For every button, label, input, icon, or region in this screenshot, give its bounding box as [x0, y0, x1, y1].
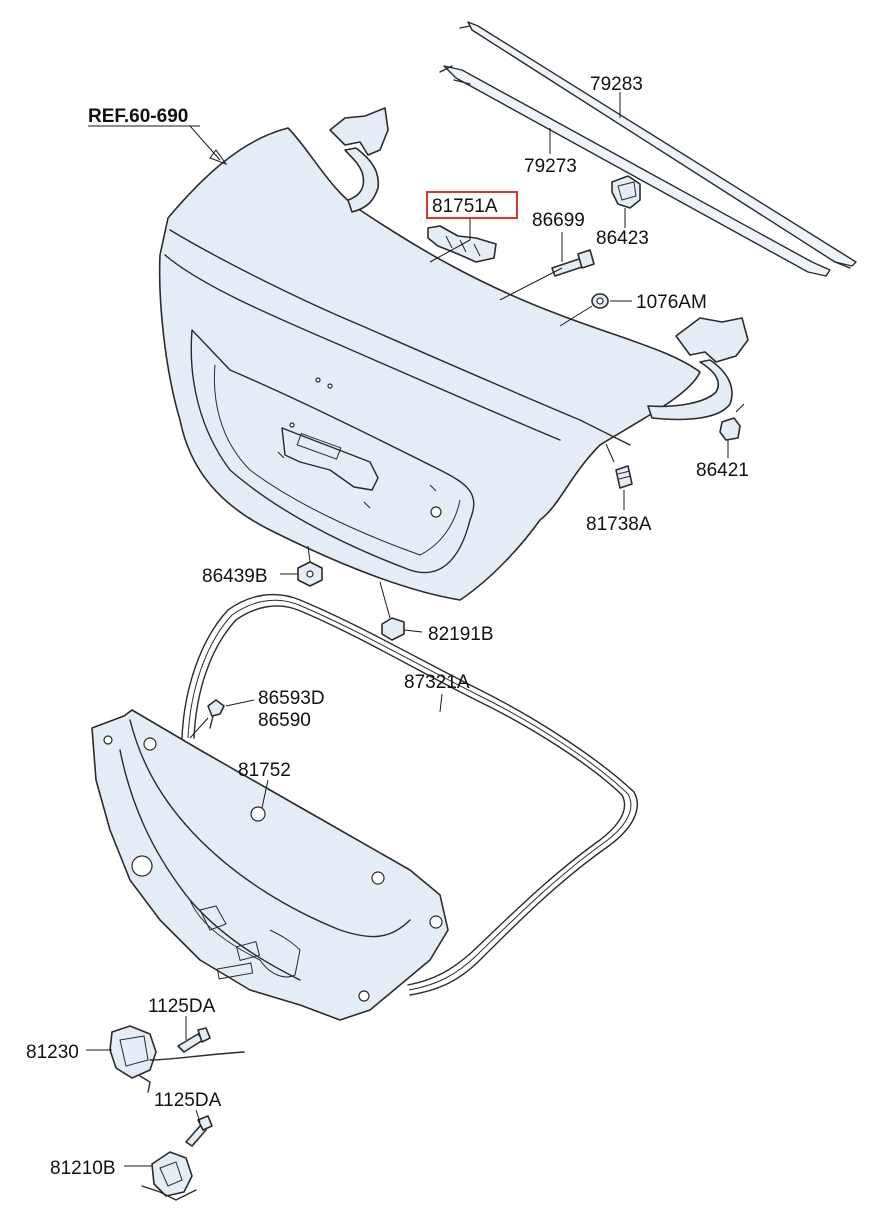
clip-86439B — [297, 561, 323, 587]
ref-label[interactable]: REF.60-690 — [88, 106, 188, 127]
label-81752[interactable]: 81752 — [238, 760, 291, 781]
label-79273[interactable]: 79273 — [524, 156, 577, 177]
label-79283[interactable]: 79283 — [590, 74, 643, 95]
label-82191B[interactable]: 82191B — [428, 624, 494, 645]
grommet-82191B — [381, 617, 405, 641]
label-1076AM[interactable]: 1076AM — [636, 292, 707, 313]
label-86423[interactable]: 86423 — [596, 228, 649, 249]
label-86439B[interactable]: 86439B — [202, 566, 268, 587]
clip-86423 — [611, 175, 641, 209]
hinge-left — [329, 107, 389, 213]
trunk-lid-panel — [158, 127, 701, 601]
label-87321A[interactable]: 87321A — [404, 672, 470, 693]
striker-81210B — [141, 1151, 197, 1201]
highlight-box-81751A — [426, 191, 518, 219]
label-1125DA-upper[interactable]: 1125DA — [148, 996, 216, 1017]
trim-panel-81752 — [91, 709, 449, 1021]
grommet-1076AM — [591, 293, 609, 309]
leader-lines — [86, 92, 745, 1167]
weatherstrip-87321A — [181, 593, 639, 996]
torsion-bar-79283 — [459, 21, 857, 269]
label-86699[interactable]: 86699 — [532, 210, 585, 231]
label-86593D[interactable]: 86593D — [258, 688, 325, 709]
screw-86593D — [207, 699, 225, 729]
label-86590[interactable]: 86590 — [258, 710, 311, 731]
part-labels: REF.60-690 79283 79273 81751A 86699 8642… — [26, 74, 749, 1179]
label-81738A[interactable]: 81738A — [586, 514, 652, 535]
bumper-86421 — [719, 417, 741, 441]
bolt-1125DA-lower — [185, 1115, 213, 1147]
bolt-86699 — [551, 249, 595, 277]
label-86421[interactable]: 86421 — [696, 460, 749, 481]
bolt-1125DA-upper — [177, 1027, 211, 1053]
latch-81230 — [109, 1025, 245, 1093]
label-81751A[interactable]: 81751A — [432, 196, 498, 217]
label-81230[interactable]: 81230 — [26, 1042, 79, 1063]
hinge-right — [647, 317, 749, 421]
stopper-81738A — [615, 465, 633, 489]
label-1125DA-lower[interactable]: 1125DA — [154, 1090, 222, 1111]
label-81210B[interactable]: 81210B — [50, 1158, 116, 1179]
torsion-bar-79273 — [439, 65, 831, 277]
